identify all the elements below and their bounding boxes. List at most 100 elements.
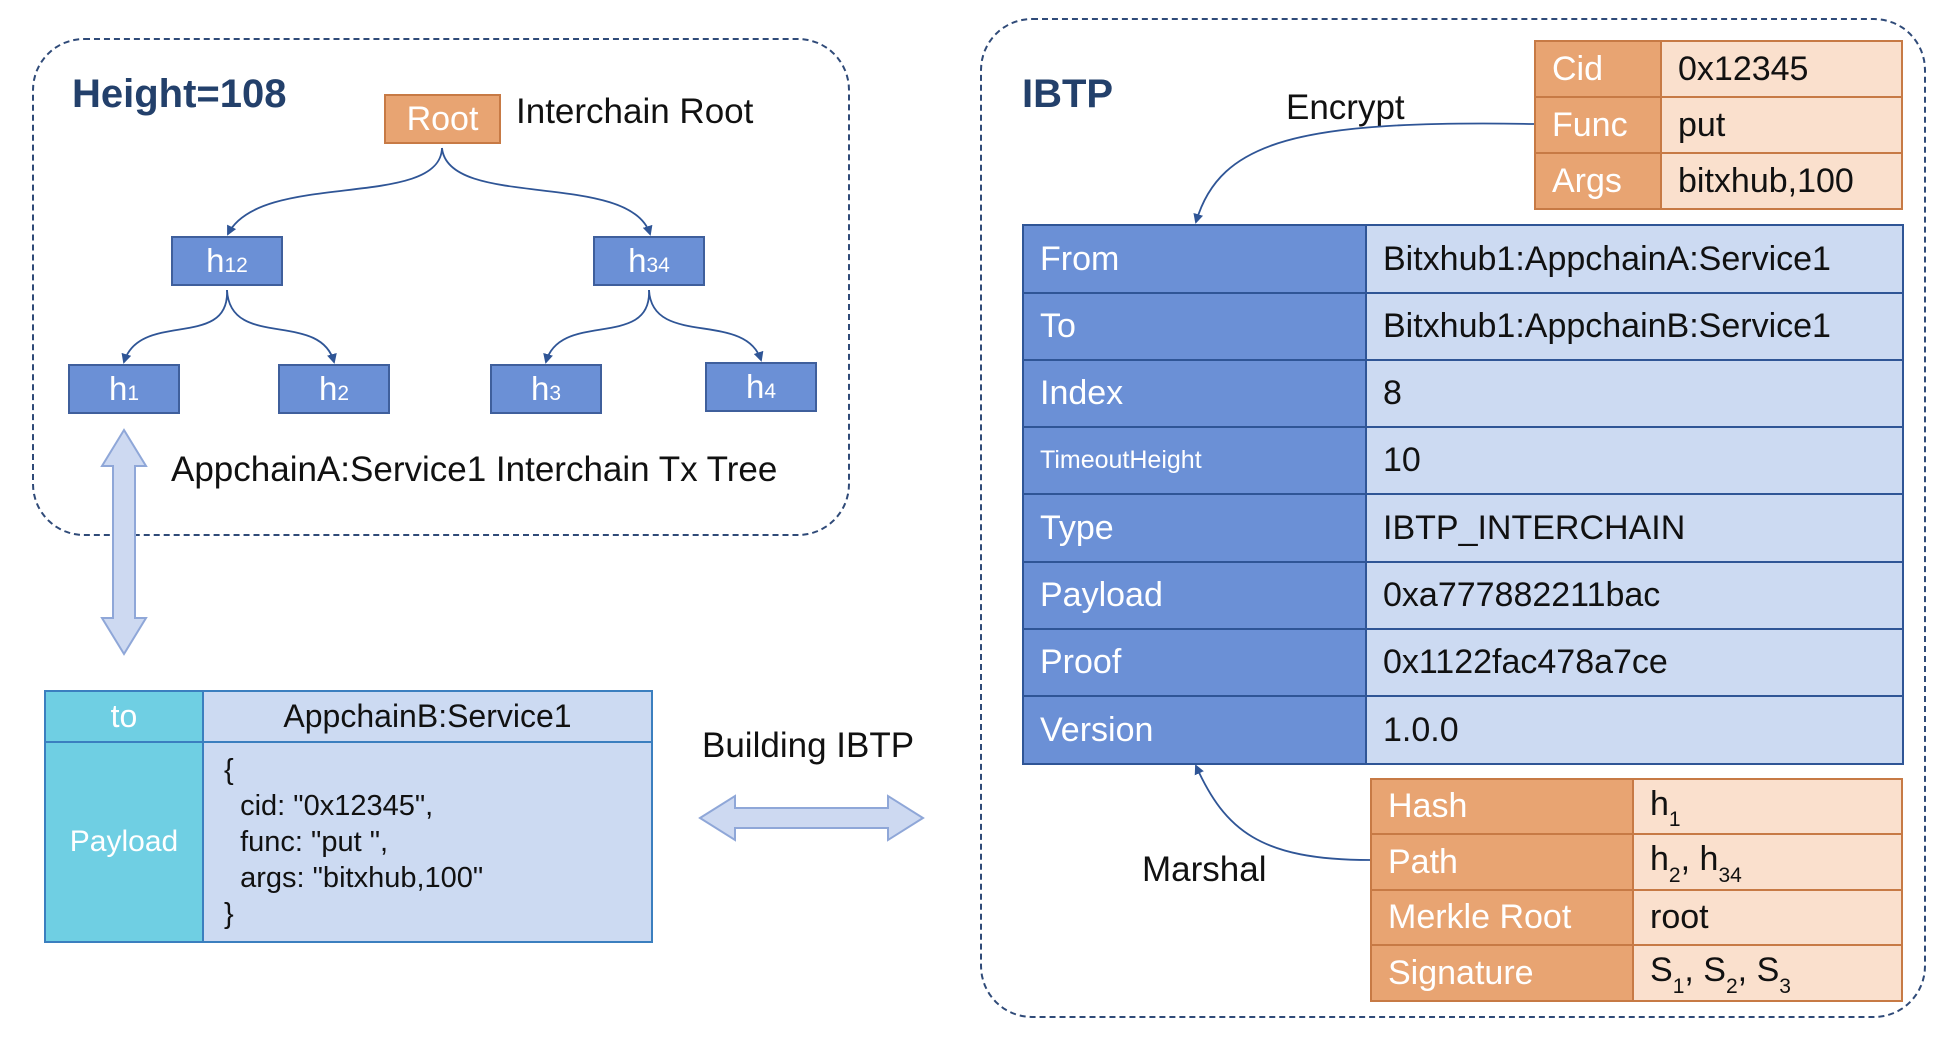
encrypt-arrow <box>1193 122 1535 224</box>
tx-payload-row: Payload { cid: "0x12345", func: "put ", … <box>44 741 653 943</box>
sig-sub: 2 <box>1725 974 1738 998</box>
proof-row: Path h2, h34 <box>1370 833 1903 891</box>
edge-h34-h4 <box>648 289 764 362</box>
proof-value: S1, S2, S3 <box>1632 944 1903 1002</box>
content-row: Func put <box>1534 96 1903 154</box>
payload-line: } <box>224 898 234 930</box>
interchain-tree-panel <box>32 38 850 536</box>
payload-line: { <box>224 754 234 786</box>
path-sub: 34 <box>1718 863 1742 887</box>
ibtp-row: Proof 0x1122fac478a7ce <box>1022 628 1904 697</box>
h4-sub: 4 <box>764 380 777 403</box>
content-value: 0x12345 <box>1660 40 1903 98</box>
marshal-label: Marshal <box>1142 850 1267 889</box>
h34-base: h <box>628 242 647 279</box>
root-node: Root <box>384 94 501 144</box>
ibtp-row: Payload 0xa777882211bac <box>1022 561 1904 630</box>
content-key: Args <box>1534 152 1662 210</box>
interchain-tx-table: to AppchainB:Service1 Payload { cid: "0x… <box>44 690 653 943</box>
ibtp-value: IBTP_INTERCHAIN <box>1365 493 1904 563</box>
proof-key: Path <box>1370 833 1634 891</box>
edge-h12-h2 <box>226 289 337 364</box>
sig-sub: 3 <box>1779 974 1791 998</box>
ibtp-row: Version 1.0.0 <box>1022 695 1904 765</box>
h3-sub: 3 <box>549 382 562 405</box>
building-ibtp-label: Building IBTP <box>702 726 915 765</box>
content-row: Args bitxhub,100 <box>1534 152 1903 210</box>
tx-to-key: to <box>44 690 204 743</box>
proof-value: root <box>1632 889 1903 946</box>
hash-base: h <box>1650 784 1669 823</box>
h2-sub: 2 <box>337 382 350 405</box>
content-table: Cid 0x12345 Func put Args bitxhub,100 <box>1534 40 1903 210</box>
vertical-double-arrow-icon <box>100 428 148 656</box>
tree-caption: AppchainA:Service1 Interchain Tx Tree <box>171 450 778 489</box>
h12-base: h <box>206 242 225 279</box>
sig-base: S <box>1650 951 1673 990</box>
proof-value: h1 <box>1632 778 1903 835</box>
root-node-label: Root <box>406 99 479 138</box>
ibtp-row: Type IBTP_INTERCHAIN <box>1022 493 1904 563</box>
horizontal-double-arrow-icon <box>698 794 925 842</box>
h4-base: h <box>745 368 765 405</box>
marshal-arrow <box>1194 764 1371 861</box>
h1-sub: 1 <box>127 382 140 405</box>
height-title: Height=108 <box>72 72 287 116</box>
ibtp-fields-table: From Bitxhub1:AppchainA:Service1 To Bitx… <box>1022 224 1904 765</box>
ibtp-key: TimeoutHeight <box>1022 426 1367 495</box>
h34-sub: 34 <box>646 254 670 277</box>
proof-table: Hash h1 Path h2, h34 Merkle Root root Si… <box>1370 778 1903 1002</box>
tx-payload-value: { cid: "0x12345", func: "put ", args: "b… <box>202 741 653 943</box>
content-key: Cid <box>1534 40 1662 98</box>
path-sub: 2 <box>1668 863 1681 887</box>
proof-key: Hash <box>1370 778 1634 835</box>
edge-h34-h3 <box>543 289 650 364</box>
root-caption: Interchain Root <box>516 92 754 131</box>
ibtp-row: TimeoutHeight 10 <box>1022 426 1904 495</box>
proof-key: Signature <box>1370 944 1634 1002</box>
content-key: Func <box>1534 96 1662 154</box>
content-row: Cid 0x12345 <box>1534 40 1903 98</box>
h2-base: h <box>318 370 338 407</box>
ibtp-key: To <box>1022 292 1367 361</box>
sig-base: S <box>1756 951 1780 990</box>
ibtp-row: From Bitxhub1:AppchainA:Service1 <box>1022 224 1904 294</box>
edge-root-h12 <box>227 147 443 236</box>
ibtp-row: Index 8 <box>1022 359 1904 428</box>
payload-line: args: "bitxhub,100" <box>224 862 484 894</box>
ibtp-panel <box>980 18 1926 1018</box>
payload-line: cid: "0x12345", <box>224 790 434 822</box>
tx-to-value: AppchainB:Service1 <box>202 690 653 743</box>
edge-h12-h1 <box>121 289 228 364</box>
content-value: put <box>1660 96 1903 154</box>
proof-value: h2, h34 <box>1632 833 1903 891</box>
tree-edges <box>121 147 764 364</box>
hash-sub: 1 <box>1668 808 1681 832</box>
path-base: h <box>1699 840 1719 879</box>
h12-sub: 12 <box>224 254 248 277</box>
proof-row: Signature S1, S2, S3 <box>1370 944 1903 1002</box>
ibtp-row: To Bitxhub1:AppchainB:Service1 <box>1022 292 1904 361</box>
ibtp-key: From <box>1022 224 1367 294</box>
proof-row: Hash h1 <box>1370 778 1903 835</box>
ibtp-key: Index <box>1022 359 1367 428</box>
ibtp-key: Type <box>1022 493 1367 563</box>
sig-base: S <box>1703 951 1726 990</box>
ibtp-value: 1.0.0 <box>1365 695 1904 765</box>
ibtp-value: Bitxhub1:AppchainA:Service1 <box>1365 224 1904 294</box>
ibtp-value: 0xa777882211bac <box>1365 561 1904 630</box>
ibtp-value: 0x1122fac478a7ce <box>1365 628 1904 697</box>
ibtp-key: Proof <box>1022 628 1367 697</box>
tx-payload-key: Payload <box>44 741 204 943</box>
ibtp-title: IBTP <box>1022 72 1114 116</box>
h1-base: h <box>108 370 128 407</box>
edge-root-h34 <box>441 147 653 236</box>
proof-key: Merkle Root <box>1370 889 1634 946</box>
